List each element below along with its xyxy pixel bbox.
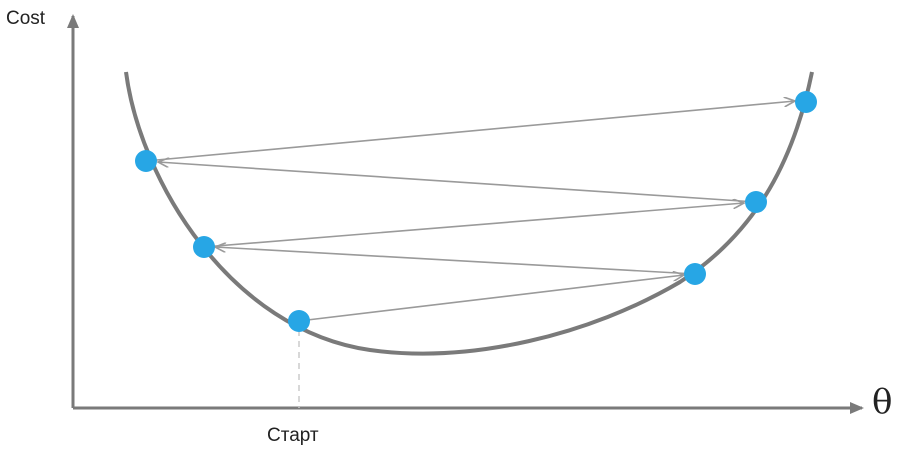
step-point-2 xyxy=(193,236,215,258)
step-point-3 xyxy=(745,191,767,213)
x-axis-label: θ xyxy=(872,382,893,422)
y-axis-label: Cost xyxy=(6,8,46,29)
start-point xyxy=(288,310,310,332)
step-arrow-1 xyxy=(298,275,684,322)
step-point-4 xyxy=(135,150,157,172)
cost-curve xyxy=(124,71,814,356)
step-arrow-3 xyxy=(203,203,744,248)
step-arrow-5 xyxy=(145,101,795,162)
step-arrow-4 xyxy=(158,162,757,203)
step-point-1 xyxy=(684,263,706,285)
step-point-5 xyxy=(795,91,817,113)
start-label: Старт xyxy=(267,425,319,446)
step-arrow-2 xyxy=(215,247,696,275)
